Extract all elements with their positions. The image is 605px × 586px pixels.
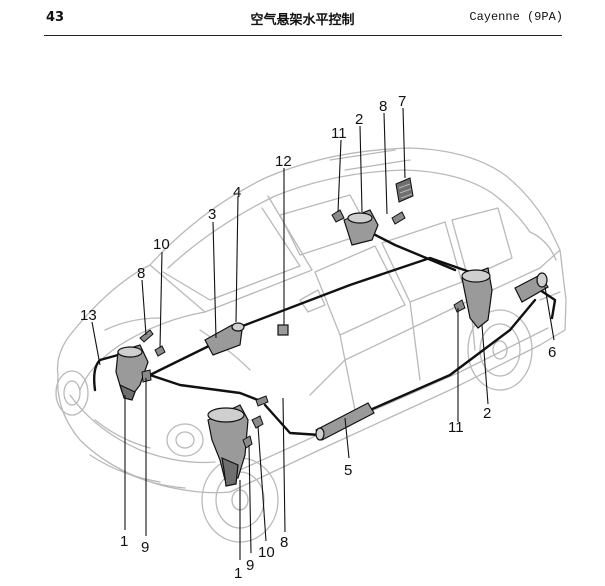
callout-11: 11 (448, 419, 464, 436)
rear-right-strut (461, 267, 493, 329)
callout-10: 10 (153, 236, 170, 253)
model-label: Cayenne (9PA) (469, 10, 563, 24)
leader-lines (91, 107, 555, 560)
callout-4: 4 (233, 184, 241, 201)
page-number: 43 (46, 10, 65, 25)
front-right-strut (207, 404, 249, 487)
pressure-reservoir-rear (514, 272, 549, 303)
callout-5: 5 (344, 462, 352, 479)
callout-3: 3 (208, 206, 216, 223)
callout-1: 1 (120, 533, 128, 550)
control-unit (395, 177, 414, 203)
callout-8: 8 (280, 534, 288, 551)
callout-8: 8 (379, 98, 387, 115)
page-title: 空气悬架水平控制 (250, 13, 355, 28)
rear-left-strut (343, 209, 379, 246)
callout-1: 1 (234, 565, 242, 582)
callout-11: 11 (331, 125, 347, 142)
callout-9: 9 (246, 557, 254, 574)
callout-12: 12 (275, 153, 292, 170)
air-lines (92, 220, 557, 437)
callout-8: 8 (137, 265, 145, 282)
car-outline (55, 147, 567, 543)
callout-labels: 13 8 10 3 4 12 11 2 8 7 6 2 11 5 1 9 1 9… (80, 93, 556, 582)
callout-2: 2 (355, 111, 363, 128)
valve-block (277, 324, 289, 336)
callout-2: 2 (483, 405, 491, 422)
callout-13: 13 (80, 307, 97, 324)
callout-9: 9 (141, 539, 149, 556)
compressor (204, 322, 245, 356)
callout-7: 7 (398, 93, 406, 110)
level-sensors (139, 209, 466, 449)
callout-10: 10 (258, 544, 275, 561)
header-rule (44, 35, 562, 36)
front-left-strut (115, 344, 149, 401)
callout-6: 6 (548, 344, 556, 361)
page-header: 43 空气悬架水平控制 Cayenne (9PA) (0, 0, 605, 40)
